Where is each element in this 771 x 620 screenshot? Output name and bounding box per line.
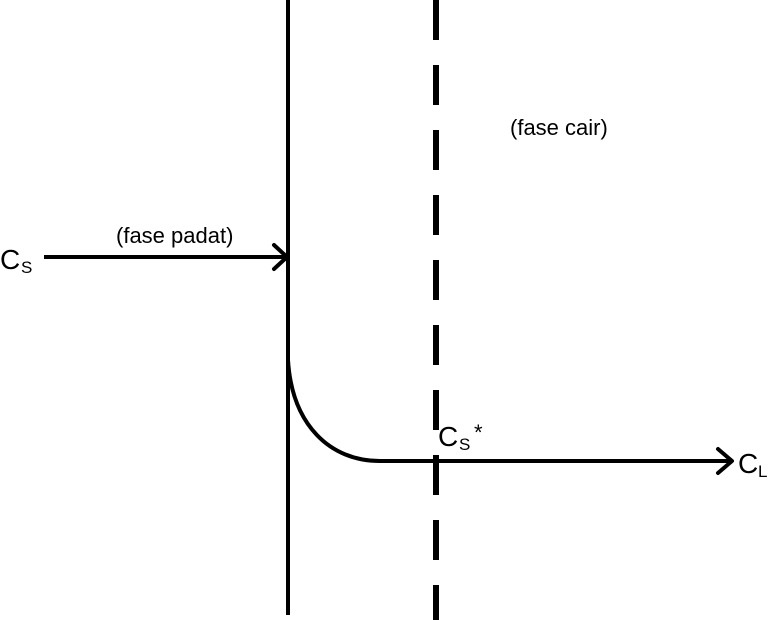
cs-star-label: C S * [438,420,483,454]
cs-arrowhead [272,243,289,271]
cs-label: C S [0,244,32,277]
cl-label-subscript: L [758,462,767,481]
cs-label-subscript: S [21,258,32,277]
concentration-curve [286,359,381,463]
cs-star-label-main: C [438,421,458,452]
cl-label-main: C [738,448,758,479]
cs-label-main: C [0,244,20,275]
cs-star-label-subscript: S [459,435,470,454]
solid-phase-label: (fase padat) [116,223,233,248]
cl-arrowhead [716,447,734,475]
cl-label: C L [738,448,767,481]
cs-star-label-asterisk: * [474,420,483,445]
liquid-phase-label: (fase cair) [510,115,608,140]
